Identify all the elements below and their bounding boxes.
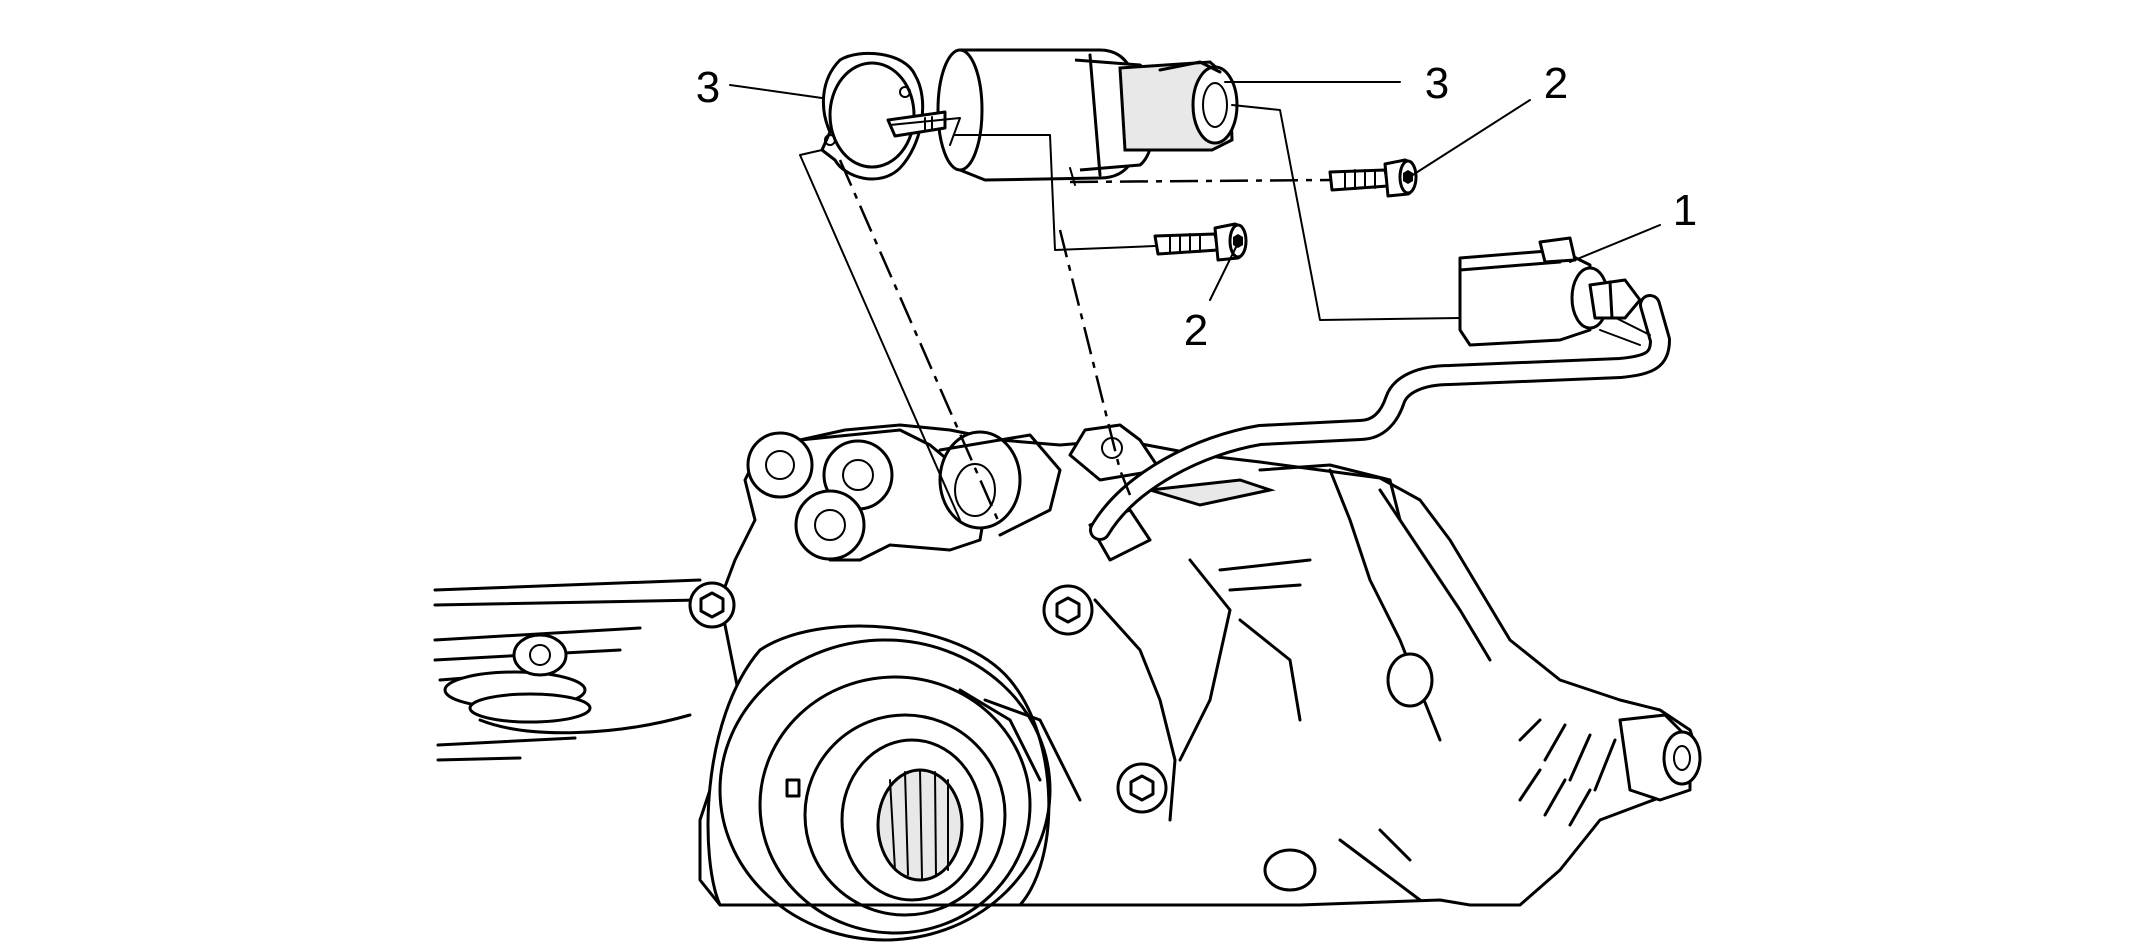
callout-label-connector: 1 [1673,186,1697,235]
solenoid [886,48,1239,182]
differential-housing [433,423,1702,942]
mounting-bolt [1328,158,1418,198]
callout-label-seal: 3 [1425,59,1449,108]
callout-label-gasket: 3 [696,63,720,112]
housing-bolt [1042,584,1094,636]
callout-gasket: 3 [696,63,823,112]
callout-seal: 3 [1224,59,1449,108]
callout-bolt-upper: 2 [1407,59,1568,179]
callout-bolt-lower: 2 [1184,242,1239,355]
gasket [820,51,925,181]
callout-label-bolt-upper: 2 [1544,59,1568,108]
assembly-lines [799,104,1461,526]
housing-bolt [1116,762,1168,814]
callout-label-bolt-lower: 2 [1184,306,1208,355]
callout-connector: 1 [1569,186,1697,263]
housing-bolt [688,581,736,629]
axle-output-flange [706,624,1082,942]
mounting-bolt [1153,222,1248,262]
electrical-connector [1458,236,1642,347]
